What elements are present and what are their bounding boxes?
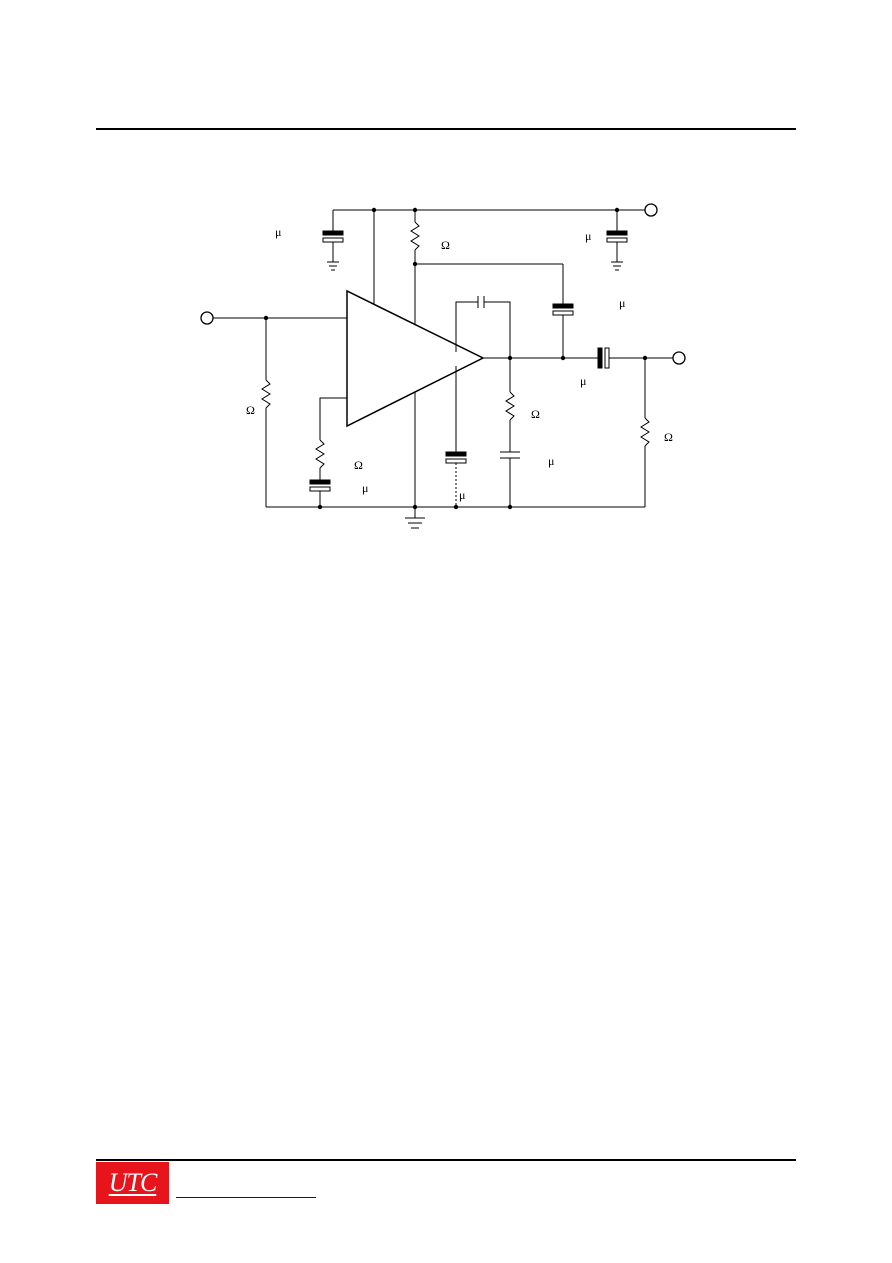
utc-logo-text: UTC: [108, 1168, 158, 1197]
r-feedback-unit: Ω: [354, 458, 363, 472]
c-zobel-unit: μ: [548, 454, 554, 468]
c-feedback-unit: μ: [362, 481, 368, 495]
c-ripple-unit: μ: [459, 488, 465, 502]
header-rule: [96, 128, 796, 130]
r-supply-unit: Ω: [441, 238, 450, 252]
c-supply-right-unit: μ: [585, 229, 591, 243]
utc-logo: UTC: [96, 1162, 169, 1204]
c-supply-left-unit: μ: [275, 225, 281, 239]
footer-rule: [96, 1159, 796, 1161]
r-zobel-unit: Ω: [531, 407, 540, 421]
c-bootstrap-unit: μ: [619, 296, 625, 310]
website-link[interactable]: [176, 1183, 316, 1198]
c-output-unit: μ: [580, 374, 586, 388]
r-load-unit: Ω: [664, 430, 673, 444]
r-input-unit: Ω: [246, 403, 255, 417]
